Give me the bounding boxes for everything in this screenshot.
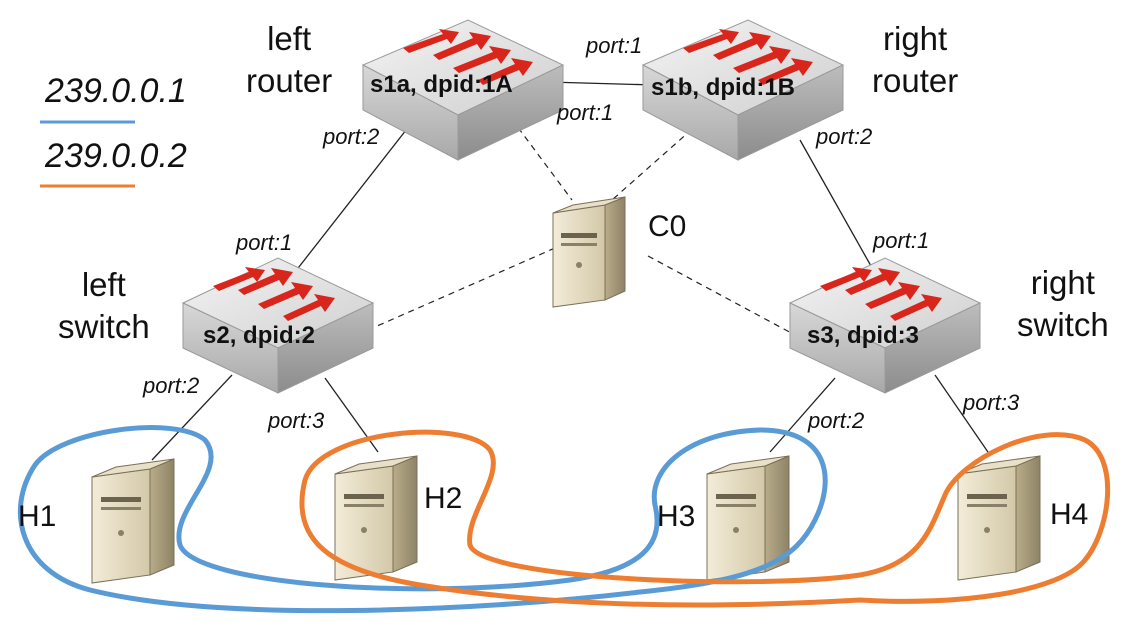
right-router-caption-line1: right [883,20,948,57]
port-label-s1b-to-s3: port:2 [816,124,873,149]
controller-computer-icon [552,196,626,308]
right-router-id: s1b, dpid:1B [651,74,796,101]
port-label-s3-to-h4: port:3 [963,390,1020,415]
ctrl-link-s1a [504,109,573,201]
links [151,81,991,461]
controller-label: C0 [648,210,687,243]
right-router-icon [641,19,845,161]
left-switch-caption: left switch [58,264,150,348]
router-arrows-icon [403,29,533,85]
left-router-id: s1a, dpid:1A [370,71,513,98]
host-label-h1: H1 [18,500,57,533]
switch-arrows-icon [213,267,335,321]
link-s3-h4 [934,374,991,456]
link-s1b-s3 [799,139,881,283]
legend-label-239-0-0-1: 239.0.0.1 [45,72,187,110]
link-s1a-s1b [547,81,656,86]
port-label-s2-up: port:1 [236,230,293,255]
left-switch-id: s2, dpid:2 [203,322,316,349]
right-switch-caption: right switch [1017,262,1109,346]
left-switch-caption-line1: left [81,266,126,303]
port-label-s1a-to-s1b: port:1 [557,100,614,125]
right-router-caption: right router [872,18,958,102]
port-label-s2-to-h1: port:2 [143,373,200,398]
left-router-caption-line1: left [267,20,312,57]
router-arrows-icon [683,29,813,85]
group-239-0-0-1-loop [18,425,828,614]
host-label-h4: H4 [1050,498,1089,531]
h3-computer-icon [706,455,790,581]
group-239-0-0-2-loop [299,429,1111,608]
right-switch-icon [788,257,982,394]
port-label-s2-to-h2: port:3 [268,408,325,433]
right-switch-caption-line1: right [1030,264,1095,301]
right-router-caption-line2: router [872,62,959,99]
port-label-s1b-to-s1a: port:1 [586,33,643,58]
ctrl-link-s2 [367,247,556,331]
right-switch-caption-line2: switch [1017,306,1109,343]
left-router-caption: left router [246,18,332,102]
right-switch-id: s3, dpid:3 [807,322,920,349]
legend-label-239-0-0-2: 239.0.0.2 [45,137,187,175]
ctrl-link-s3 [647,255,796,336]
h4-computer-icon [957,455,1041,581]
link-s3-h3 [769,377,836,453]
port-label-s1a-to-s2: port:2 [323,124,380,149]
left-switch-caption-line2: switch [58,308,150,345]
port-label-s3-up: port:1 [873,228,930,253]
left-router-icon [361,19,565,161]
host-label-h3: H3 [657,500,696,533]
left-router-caption-line2: router [246,62,333,99]
switch-arrows-icon [820,267,942,321]
host-label-h2: H2 [424,482,463,515]
h2-computer-icon [334,455,418,581]
port-label-s3-to-h3: port:2 [808,408,865,433]
h1-computer-icon [91,458,175,584]
link-s2-h1 [151,374,233,461]
left-switch-icon [181,257,375,394]
link-s1a-s2 [294,124,411,273]
